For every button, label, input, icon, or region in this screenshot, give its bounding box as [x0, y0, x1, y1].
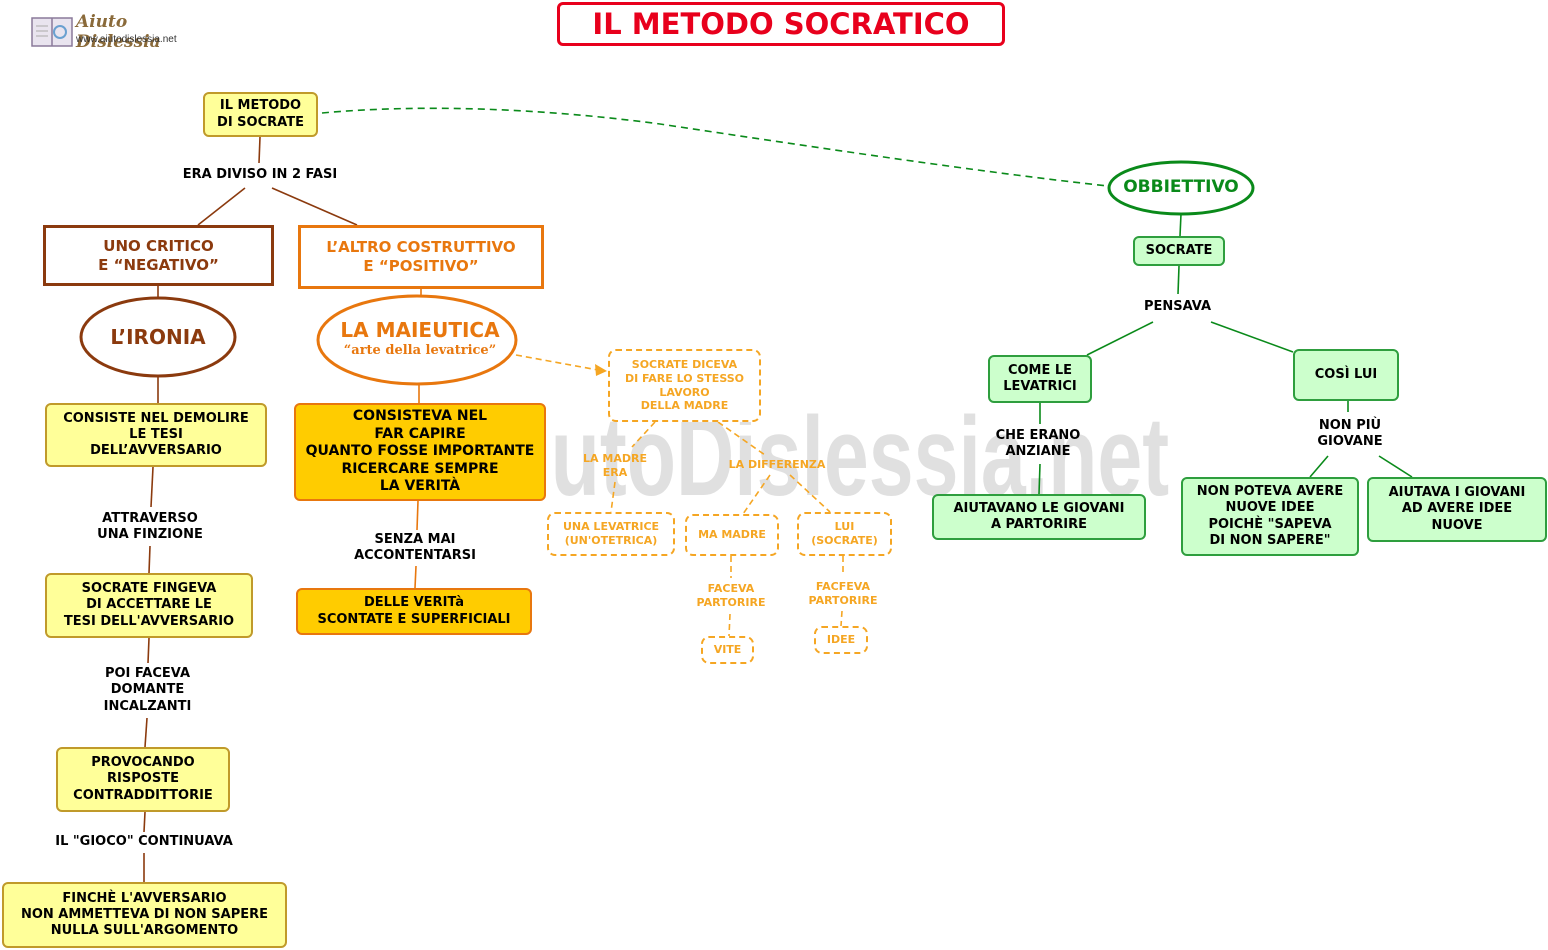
node-socrate: SOCRATE	[1133, 236, 1225, 266]
node-idee: IDEE	[814, 626, 868, 654]
label-senza-mai: SENZA MAI ACCONTENTARSI	[354, 531, 476, 563]
label-maieutica-sub: “arte della levatrice”	[343, 342, 497, 358]
node-aiutava-giovani: AIUTAVA I GIOVANI AD AVERE IDEE NUOVE	[1367, 477, 1547, 542]
book-icon	[31, 17, 73, 47]
logo: Aiuto Dislessia www.aiutodislessia.net	[30, 12, 200, 52]
logo-name: Aiuto Dislessia	[76, 12, 161, 52]
node-fingeva: SOCRATE FINGEVA DI ACCETTARE LE TESI DEL…	[45, 573, 253, 638]
label-era-diviso: ERA DIVISO IN 2 FASI	[182, 166, 338, 182]
obbiettivo-ellipse	[1107, 160, 1255, 216]
node-lui-socrate: LUI (SOCRATE)	[797, 512, 892, 556]
ironia-ellipse	[79, 296, 237, 378]
node-consiste-demolire: CONSISTE NEL DEMOLIRE LE TESI DELL’AVVER…	[45, 403, 267, 467]
label-non-piu: NON PIÙ GIOVANE	[1317, 417, 1383, 449]
maieutica-ellipse	[316, 294, 518, 386]
node-aiutavano: AIUTAVANO LE GIOVANI A PARTORIRE	[932, 494, 1146, 540]
label-attraverso: ATTRAVERSO UNA FINZIONE	[97, 510, 203, 542]
label-che-erano: CHE ERANO ANZIANE	[995, 427, 1081, 459]
connectors-dashed	[515, 354, 844, 637]
label-facfeva-partorire: FACFEVA PARTORIRE	[808, 579, 878, 607]
node-altro-costruttivo: L’ALTRO COSTRUTTIVO E “POSITIVO”	[298, 225, 544, 289]
label-poi-faceva: POI FACEVA DOMANTE INCALZANTI	[103, 666, 192, 714]
node-consisteva: CONSISTEVA NEL FAR CAPIRE QUANTO FOSSE I…	[294, 403, 546, 501]
node-vite: VITE	[701, 636, 754, 664]
label-ironia: L’IRONIA	[110, 324, 206, 349]
label-madre-era: LA MADRE ERA	[583, 452, 647, 479]
node-socrate-diceva: SOCRATE DICEVA DI FARE LO STESSO LAVORO …	[608, 349, 761, 422]
label-differenza: LA DIFFERENZA	[728, 458, 826, 472]
node-finche: FINCHÈ L'AVVERSARIO NON AMMETTEVA DI NON…	[2, 882, 287, 948]
label-obbiettivo: OBBIETTIVO	[1123, 177, 1239, 198]
node-ma-madre: MA MADRE	[685, 514, 779, 556]
label-pensava: PENSAVA	[1143, 298, 1212, 314]
label-gioco: IL "GIOCO" CONTINUAVA	[55, 834, 233, 850]
label-maieutica: LA MAIEUTICA	[340, 317, 500, 342]
logo-url: www.aiutodislessia.net	[76, 34, 177, 45]
node-non-poteva: NON POTEVA AVERE NUOVE IDEE POICHÈ "SAPE…	[1181, 477, 1359, 556]
page-title: IL METODO SOCRATICO	[557, 2, 1005, 46]
connectors-objective	[321, 107, 1413, 495]
node-come-levatrici: COME LE LEVATRICI	[988, 355, 1092, 403]
node-provocando: PROVOCANDO RISPOSTE CONTRADDITTORIE	[56, 747, 230, 812]
node-uno-critico: UNO CRITICO E “NEGATIVO”	[43, 225, 274, 286]
label-faceva-partorire: FACEVA PARTORIRE	[696, 582, 766, 609]
node-cosi-lui: COSÌ LUI	[1293, 349, 1399, 401]
node-verita-scontate: DELLE VERITà SCONTATE E SUPERFICIALI	[296, 588, 532, 635]
root-node: IL METODO DI SOCRATE	[203, 92, 318, 137]
connectors-critical	[143, 136, 358, 882]
node-levatrice: UNA LEVATRICE (UN'OTETRICA)	[547, 512, 675, 556]
